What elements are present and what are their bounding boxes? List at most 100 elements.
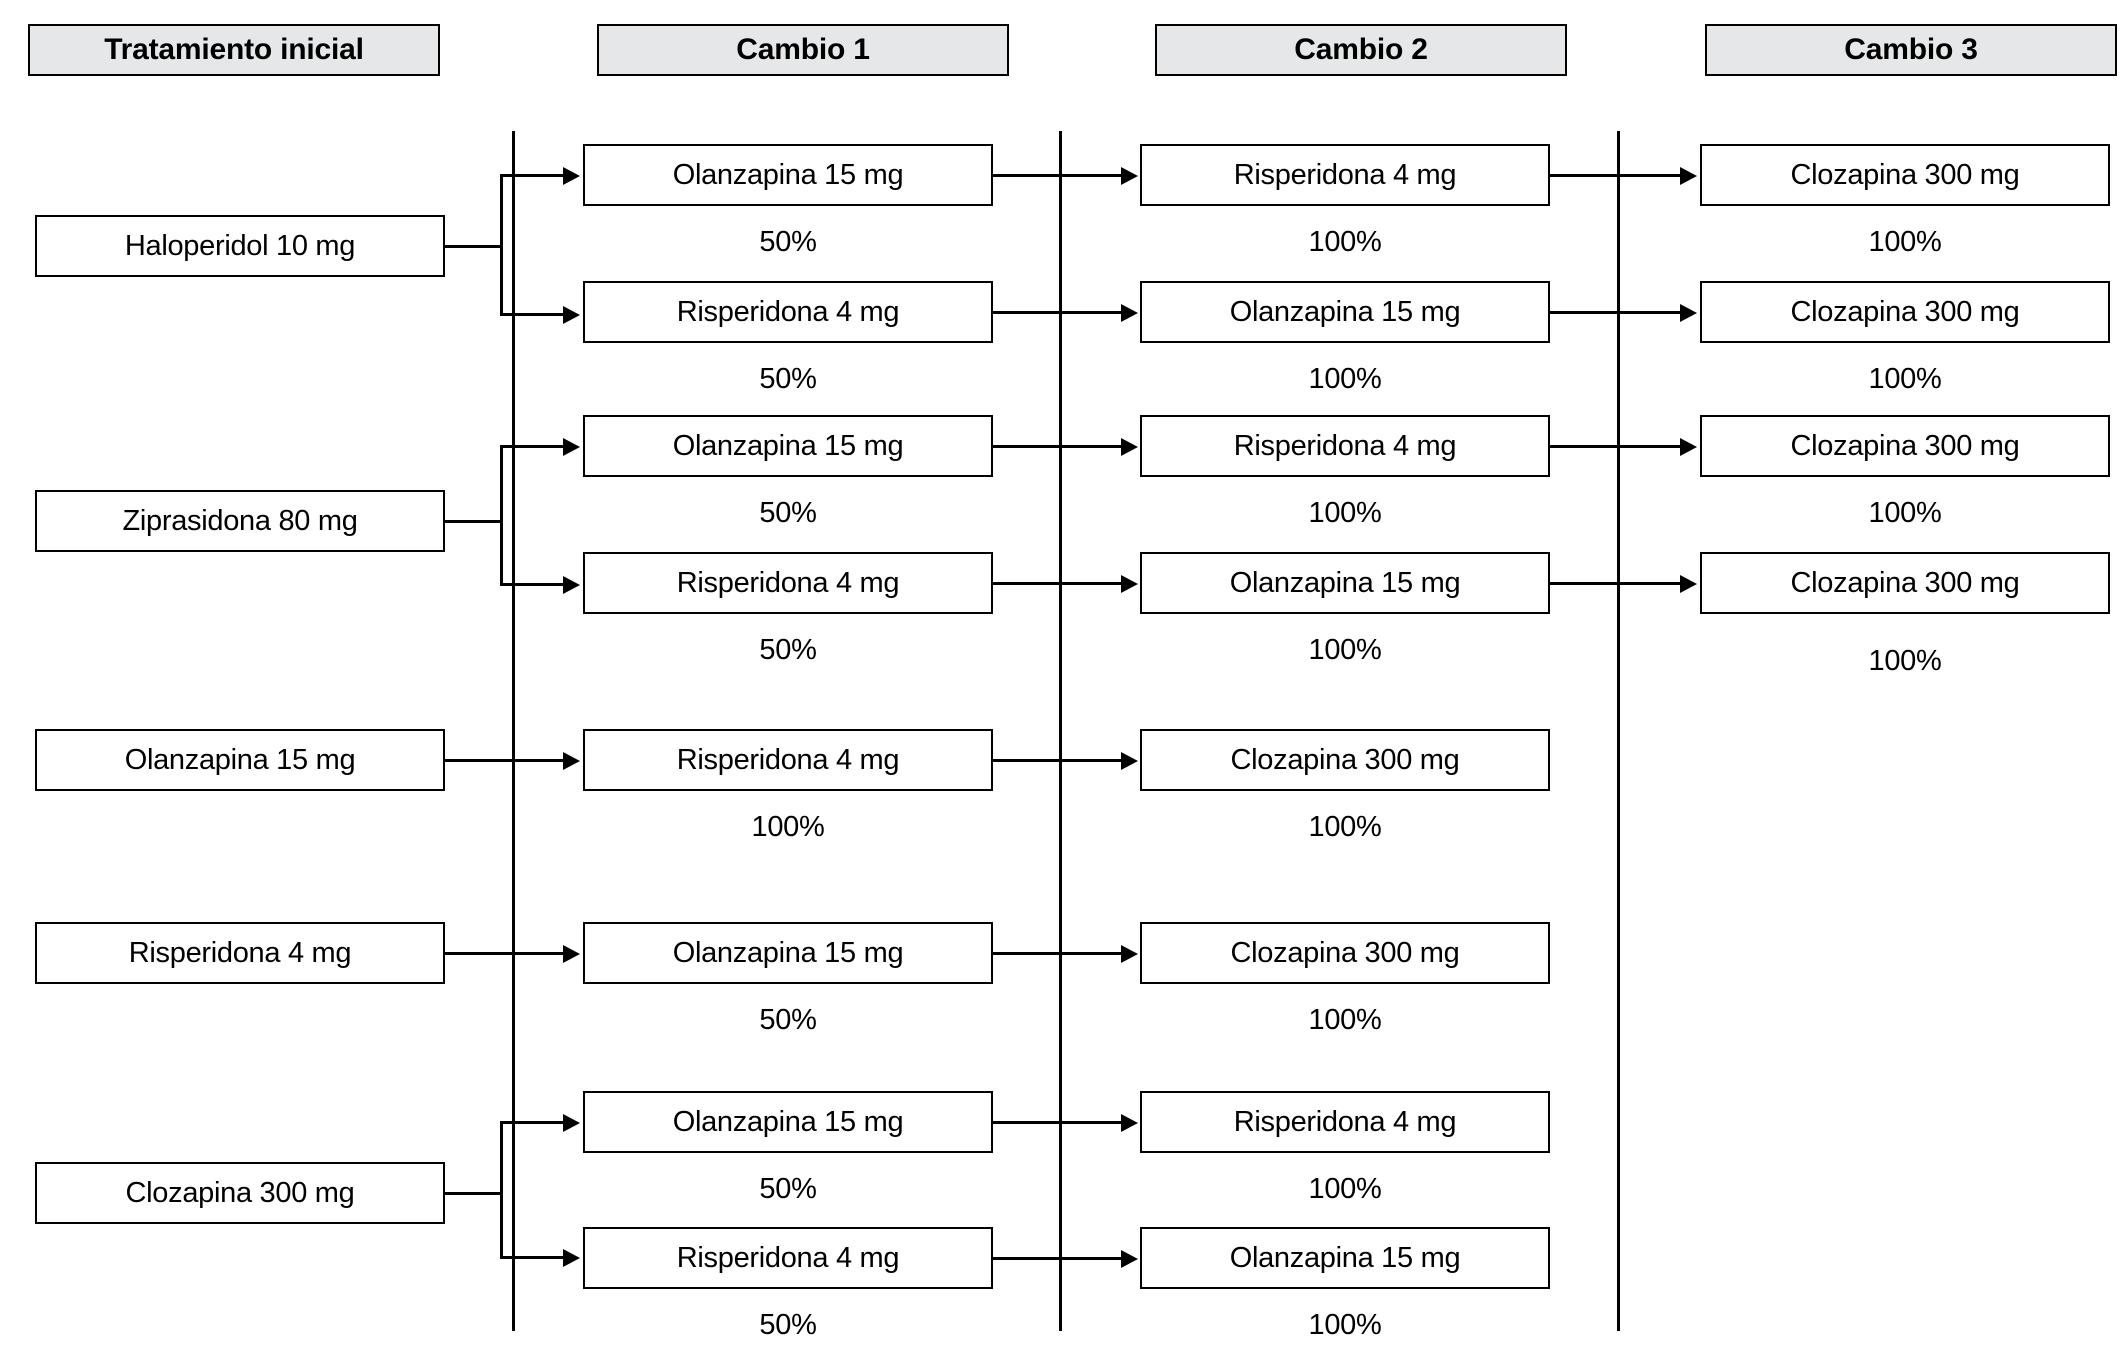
column-header-label: Cambio 3: [1844, 33, 1978, 66]
node-label: Clozapina 300 mg: [1790, 429, 2020, 462]
arrow-row3-c1-to-c2: [1121, 438, 1138, 456]
percent-label: 50%: [759, 226, 817, 258]
node-label: Risperidona 4 mg: [1233, 1105, 1457, 1138]
node-label: Risperidona 4 mg: [676, 743, 900, 776]
connector-row6-c1-to-c2: [993, 952, 1123, 955]
cambio3-percent-row3: 100%: [1700, 497, 2110, 530]
cambio2-box-row3[interactable]: Risperidona 4 mg: [1140, 415, 1550, 477]
cambio3-box-row1[interactable]: Clozapina 300 mg: [1700, 144, 2110, 206]
cambio1-percent-row1: 50%: [583, 226, 993, 259]
node-label: Clozapina 300 mg: [1230, 743, 1460, 776]
connector-ziprasidona-branch-bottom: [500, 583, 565, 586]
cambio2-percent-row3: 100%: [1140, 497, 1550, 530]
node-label: Olanzapina 15 mg: [672, 936, 904, 969]
arrow-olanzapina-to-row5: [563, 752, 580, 770]
arrow-row3-c2-to-c3: [1680, 438, 1697, 456]
node-label: Olanzapina 15 mg: [1229, 295, 1461, 328]
arrow-ziprasidona-to-row3: [563, 438, 580, 456]
connector-row7-c1-to-c2: [993, 1121, 1123, 1124]
arrow-row1-c2-to-c3: [1680, 167, 1697, 185]
connector-row2-c2-to-c3: [1550, 311, 1682, 314]
initial-treatment-box-ziprasidona[interactable]: Ziprasidona 80 mg: [35, 490, 445, 552]
cambio1-box-row2[interactable]: Risperidona 4 mg: [583, 281, 993, 343]
node-label: Risperidona 4 mg: [676, 566, 900, 599]
node-label: Risperidona 4 mg: [1233, 429, 1457, 462]
node-label: Olanzapina 15 mg: [672, 429, 904, 462]
cambio2-percent-row5: 100%: [1140, 811, 1550, 844]
node-label: Olanzapina 15 mg: [1229, 566, 1461, 599]
node-label: Risperidona 4 mg: [1233, 158, 1457, 191]
cambio2-box-row8[interactable]: Olanzapina 15 mg: [1140, 1227, 1550, 1289]
connector-haloperidol-branch-bottom: [500, 313, 565, 316]
cambio2-box-row4[interactable]: Olanzapina 15 mg: [1140, 552, 1550, 614]
arrow-row4-c2-to-c3: [1680, 575, 1697, 593]
arrow-clozapina-to-row8: [563, 1249, 580, 1267]
percent-label: 100%: [1868, 226, 1942, 258]
arrow-row2-c1-to-c2: [1121, 304, 1138, 322]
cambio2-percent-row7: 100%: [1140, 1173, 1550, 1206]
connector-olanzapina-to-row5: [445, 759, 565, 762]
percent-label: 100%: [751, 811, 825, 843]
cambio1-percent-row8: 50%: [583, 1309, 993, 1342]
column-header-label: Cambio 2: [1294, 33, 1428, 66]
cambio2-percent-row4: 100%: [1140, 634, 1550, 667]
percent-label: 100%: [1308, 363, 1382, 395]
cambio1-box-row5[interactable]: Risperidona 4 mg: [583, 729, 993, 791]
connector-row5-c1-to-c2: [993, 759, 1123, 762]
column-header-cambio-1: Cambio 1: [597, 24, 1009, 76]
cambio1-box-row8[interactable]: Risperidona 4 mg: [583, 1227, 993, 1289]
cambio1-percent-row6: 50%: [583, 1004, 993, 1037]
arrow-row4-c1-to-c2: [1121, 575, 1138, 593]
percent-label: 100%: [1308, 634, 1382, 666]
cambio1-box-row4[interactable]: Risperidona 4 mg: [583, 552, 993, 614]
connector-clozapina-branch-top: [500, 1121, 565, 1124]
connector-haloperidol-bracket: [500, 174, 503, 316]
node-label: Olanzapina 15 mg: [1229, 1241, 1461, 1274]
connector-row2-c1-to-c2: [993, 311, 1123, 314]
percent-label: 100%: [1868, 363, 1942, 395]
cambio1-box-row6[interactable]: Olanzapina 15 mg: [583, 922, 993, 984]
cambio1-box-row1[interactable]: Olanzapina 15 mg: [583, 144, 993, 206]
initial-treatment-box-clozapina[interactable]: Clozapina 300 mg: [35, 1162, 445, 1224]
cambio3-box-row3[interactable]: Clozapina 300 mg: [1700, 415, 2110, 477]
initial-treatment-box-olanzapina[interactable]: Olanzapina 15 mg: [35, 729, 445, 791]
cambio3-box-row2[interactable]: Clozapina 300 mg: [1700, 281, 2110, 343]
initial-treatment-box-haloperidol[interactable]: Haloperidol 10 mg: [35, 215, 445, 277]
node-label: Clozapina 300 mg: [1230, 936, 1460, 969]
connector-haloperidol-branch-top: [500, 174, 565, 177]
percent-label: 50%: [759, 1309, 817, 1341]
cambio2-box-row2[interactable]: Olanzapina 15 mg: [1140, 281, 1550, 343]
cambio2-percent-row1: 100%: [1140, 226, 1550, 259]
cambio2-box-row1[interactable]: Risperidona 4 mg: [1140, 144, 1550, 206]
percent-label: 100%: [1868, 497, 1942, 529]
column-header-label: Tratamiento inicial: [104, 33, 364, 66]
cambio2-box-row7[interactable]: Risperidona 4 mg: [1140, 1091, 1550, 1153]
node-label: Olanzapina 15 mg: [124, 743, 356, 776]
connector-risperidona-to-row6: [445, 952, 565, 955]
cambio3-percent-row2: 100%: [1700, 363, 2110, 396]
connector-row8-c1-to-c2: [993, 1257, 1123, 1260]
connector-clozapina-stem: [445, 1192, 503, 1195]
cambio1-box-row7[interactable]: Olanzapina 15 mg: [583, 1091, 993, 1153]
percent-label: 100%: [1308, 811, 1382, 843]
node-label: Olanzapina 15 mg: [672, 158, 904, 191]
percent-label: 100%: [1308, 1004, 1382, 1036]
cambio2-box-row5[interactable]: Clozapina 300 mg: [1140, 729, 1550, 791]
node-label: Clozapina 300 mg: [1790, 566, 2020, 599]
initial-treatment-box-risperidona[interactable]: Risperidona 4 mg: [35, 922, 445, 984]
cambio3-box-row4[interactable]: Clozapina 300 mg: [1700, 552, 2110, 614]
connector-row1-c1-to-c2: [993, 174, 1123, 177]
arrow-row8-c1-to-c2: [1121, 1250, 1138, 1268]
cambio1-box-row3[interactable]: Olanzapina 15 mg: [583, 415, 993, 477]
percent-label: 100%: [1308, 226, 1382, 258]
column-separator-1: [512, 131, 515, 1331]
node-label: Clozapina 300 mg: [1790, 158, 2020, 191]
percent-label: 50%: [759, 1004, 817, 1036]
column-header-cambio-2: Cambio 2: [1155, 24, 1567, 76]
connector-row4-c1-to-c2: [993, 582, 1123, 585]
percent-label: 50%: [759, 497, 817, 529]
connector-ziprasidona-stem: [445, 520, 503, 523]
cambio1-percent-row4: 50%: [583, 634, 993, 667]
cambio2-box-row6[interactable]: Clozapina 300 mg: [1140, 922, 1550, 984]
percent-label: 100%: [1868, 645, 1942, 677]
